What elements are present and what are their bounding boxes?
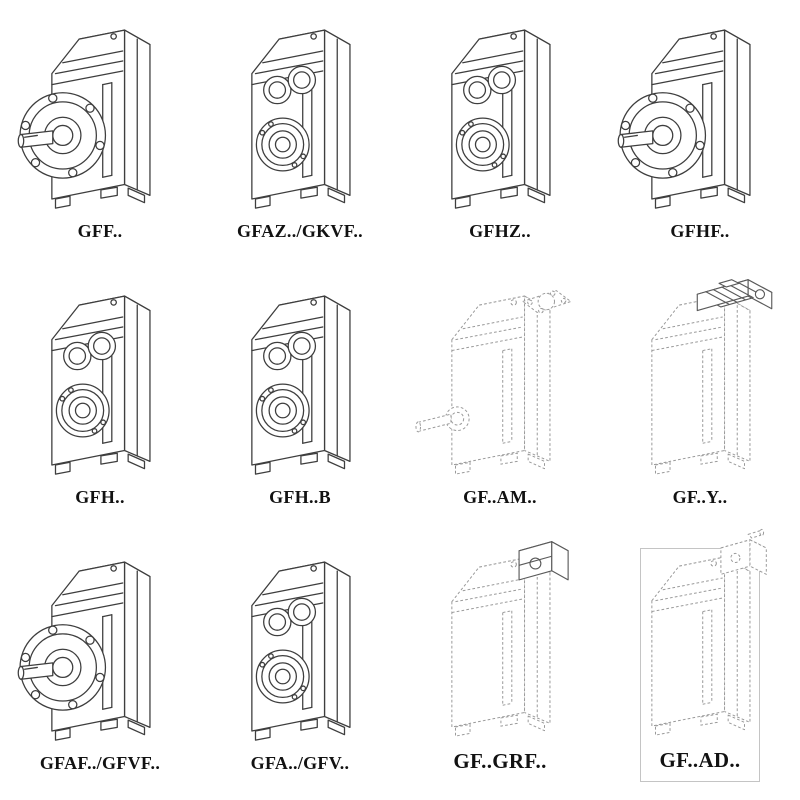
model-label: GF..Y.. [672,487,728,507]
gearbox-flange-drawing [7,1,193,219]
gearbox-drawing-use [52,296,150,474]
gearbox-drawing-use [18,562,150,740]
gearbox-drawing-use [252,296,350,474]
gearbox-drawing-use [452,542,568,736]
model-label: GFAZ../GKVF.. [237,221,363,241]
model-label: GFAF../GFVF.. [39,753,161,773]
gearbox-hollow-drawing [407,1,593,219]
gearbox-drawing-use [618,30,750,208]
gearbox-hollow-drawing [207,533,393,751]
model-label: GFH..B [269,487,331,507]
cell-gf-y: GF..Y.. [640,282,760,516]
gearbox-drawing-use [416,291,571,474]
gearbox-hollow-drawing [207,267,393,485]
model-label: GFHF.. [670,221,730,241]
gearbox-hollow-drawing [7,267,193,485]
cell-gfhf: GFHF.. [640,16,760,250]
gearbox-drawing-use [652,529,766,735]
cell-gfaz-gkvf: GFAZ../GKVF.. [237,16,363,250]
gearbox-input-bell-drawing [407,529,593,747]
gearbox-flange-drawing [7,533,193,751]
cell-gfaf-gfvf: GFAF../GFVF.. [40,548,160,782]
gearbox-drawing-use [252,30,350,208]
model-label: GFH.. [75,487,125,507]
gearbox-with-motor-drawing [607,267,793,485]
cell-gfa-gfv: GFA../GFV.. [240,548,360,782]
gearbox-drawing-use [18,30,150,208]
model-label: GF..AD.. [659,748,741,772]
gearbox-drawing-use [252,562,350,740]
gearbox-hollow-drawing [207,1,393,219]
cell-gfh-b: GFH..B [240,282,360,516]
model-label: GFA../GFV.. [250,753,350,773]
gearbox-servo-adapter-drawing [407,267,593,485]
model-label: GF..AM.. [463,487,537,507]
model-label: GF..GRF.. [453,749,547,773]
gearbox-drawing-use [652,280,772,474]
gearbox-input-adapter-drawing [607,528,793,746]
cell-gfhz: GFHZ.. [440,16,560,250]
gearbox-drawing-use [452,30,550,208]
cell-gf-grf: GF..GRF.. [440,548,560,782]
cell-gf-ad: GF..AD.. [640,548,760,782]
model-label: GFHZ.. [469,221,531,241]
cell-gff: GFF.. [40,16,160,250]
gearbox-flange-drawing [607,1,793,219]
cell-gf-am: GF..AM.. [440,282,560,516]
cell-gfh: GFH.. [40,282,160,516]
model-label: GFF.. [77,221,123,241]
